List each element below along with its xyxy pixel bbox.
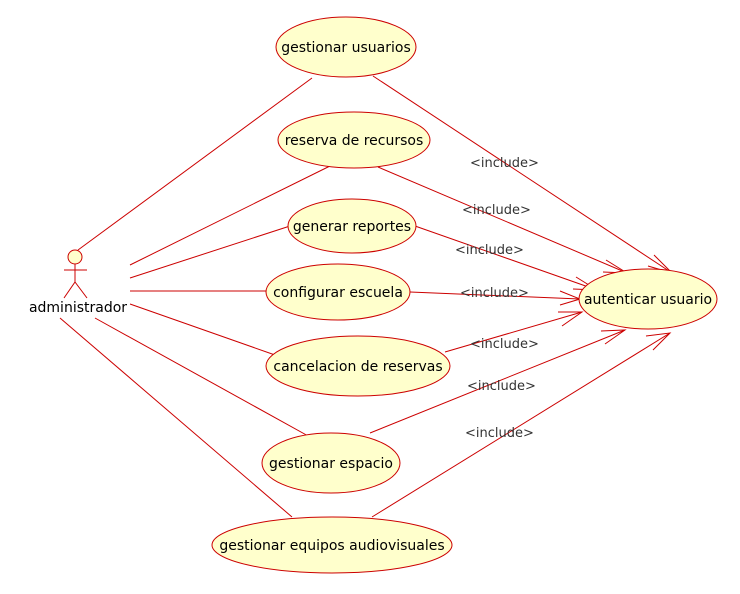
use-case-ellipse [275,16,417,78]
include-label-7: <include> [465,426,534,441]
assoc-gestionar-usuarios [77,77,313,251]
include-arrowhead-gestionar-equipos [645,332,672,351]
use-case-label: gestionar equipos audiovisuales [219,538,444,554]
use-case-label: cancelacion de reservas [273,359,442,375]
use-case-ellipse [261,432,401,494]
actor-label: administrador [29,300,127,316]
use-case-ellipse [265,335,451,397]
include-line-gestionar-equipos [371,332,671,518]
use-case-ellipse [211,516,453,574]
use-case-label: gestionar usuarios [281,40,411,56]
include-label-5: <include> [470,337,539,352]
include-arrowhead-cancelacion-reservas [558,311,584,327]
use-case-ellipse [287,198,417,254]
assoc-cancelacion-reservas [129,303,276,356]
use-case-label: gestionar espacio [269,456,393,472]
include-labels: <include> <include> <include> <include> … [455,156,539,441]
include-line-gestionar-espacio [369,329,626,434]
include-line-generar-reportes [414,225,598,291]
use-case-label: autenticar usuario [584,292,712,308]
include-line-gestionar-usuarios [372,75,673,274]
use-case-label: configurar escuela [273,285,403,301]
use-case-configurar-escuela[interactable]: configurar escuela [265,263,411,321]
use-case-ellipse [277,111,431,169]
actor-right-leg [74,281,88,299]
use-case-label: reserva de recursos [285,133,424,149]
include-label-1: <include> [470,156,539,171]
use-case-gestionar-espacio[interactable]: gestionar espacio [261,432,401,494]
use-case-ellipse [265,263,411,321]
use-case-cancelacion-reservas[interactable]: cancelacion de reservas [265,335,451,397]
associations [59,77,331,518]
use-case-gestionar-usuarios[interactable]: gestionar usuarios [275,16,417,78]
include-line-reserva-recursos [377,166,628,274]
actor-head-icon [67,249,83,265]
include-label-3: <include> [455,243,524,258]
include-line-cancelacion-reservas [444,311,583,353]
include-label-6: <include> [467,379,536,394]
assoc-generar-reportes [129,225,291,279]
include-line-configurar-escuela [409,291,581,300]
assoc-gestionar-espacio [94,317,311,438]
use-case-gestionar-equipos[interactable]: gestionar equipos audiovisuales [211,516,453,574]
actor-administrador[interactable]: administrador [29,249,127,316]
assoc-gestionar-equipos [59,317,293,518]
use-case-label: generar reportes [293,219,411,235]
include-label-2: <include> [462,203,531,218]
use-case-ellipse [578,268,718,330]
assoc-reserva-recursos [129,165,331,266]
use-case-generar-reportes[interactable]: generar reportes [287,198,417,254]
include-arrowhead-gestionar-espacio [600,329,627,345]
include-label-4: <include> [460,286,529,301]
use-case-autenticar-usuario[interactable]: autenticar usuario [578,268,718,330]
use-case-reserva-recursos[interactable]: reserva de recursos [277,111,431,169]
actor-left-leg [63,281,76,299]
